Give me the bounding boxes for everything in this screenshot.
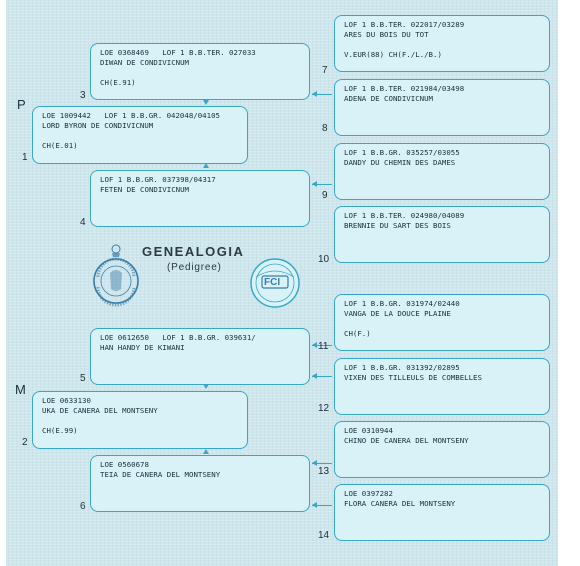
pedigree-line bbox=[344, 40, 549, 50]
position-number: 10 bbox=[318, 254, 330, 265]
pedigree-line: DANDY DU CHEMIN DES DAMES bbox=[344, 158, 456, 167]
pedigree-line: FETEN DE CONDIVICNUM bbox=[100, 185, 189, 194]
position-number: 12 bbox=[318, 403, 330, 414]
position-number: 5 bbox=[80, 373, 86, 384]
position-number: 13 bbox=[318, 466, 330, 477]
connector bbox=[312, 94, 332, 95]
pedigree-line: VANGA DE LA DOUCE PLAINE bbox=[344, 309, 451, 318]
pedigree-line: V.EUR(88) CH(F./L./B.) bbox=[344, 50, 442, 59]
pedigree-line: LOF 1 B.B.TER. 024980/04089 bbox=[344, 211, 465, 220]
pedigree-line: DIWAN DE CONDIVICNUM bbox=[100, 58, 189, 67]
pedigree-line: HAN HANDY DE KIWANI bbox=[100, 343, 185, 352]
position-number: 7 bbox=[322, 65, 328, 76]
arrow-down-icon bbox=[203, 100, 209, 105]
pedigree-line: LOE 0397282 bbox=[344, 489, 393, 498]
pedigree-line: CH(F.) bbox=[344, 329, 371, 338]
pedigree-line: FLORA CANERA DEL MONTSENY bbox=[344, 499, 456, 508]
pedigree-line: BRENNIE DU SART DES BOIS bbox=[344, 221, 451, 230]
pedigree-line: LOF 1 B.B.TER. 021984/03498 bbox=[344, 84, 465, 93]
fci-logo-text: FCI bbox=[264, 277, 281, 288]
pedigree-line: LORD BYRON DE CONDIVICNUM bbox=[42, 121, 154, 130]
fci-logo-icon bbox=[250, 258, 300, 308]
position-number: 4 bbox=[80, 217, 86, 228]
pedigree-line: TEIA DE CANERA DEL MONTSENY bbox=[100, 470, 221, 479]
arrow-left-icon bbox=[312, 342, 317, 348]
page-right-edge bbox=[558, 0, 580, 566]
position-number: 3 bbox=[80, 90, 86, 101]
pedigree-line: LOF 1 B.B.GR. 037398/04317 bbox=[100, 175, 216, 184]
pedigree-line bbox=[42, 416, 247, 426]
position-number: 9 bbox=[322, 190, 328, 201]
pedigree-line: CH(E.99) bbox=[42, 426, 78, 435]
arrow-left-icon bbox=[312, 91, 317, 97]
pedigree-line: LOE 0310944 bbox=[344, 426, 393, 435]
position-number: 1 bbox=[22, 152, 28, 163]
connector bbox=[312, 345, 332, 346]
arrow-up-icon bbox=[203, 163, 209, 168]
position-number: 8 bbox=[322, 123, 328, 134]
club-emblem-icon bbox=[93, 244, 139, 307]
arrow-left-icon bbox=[312, 181, 317, 187]
pedigree-line: CHINO DE CANERA DEL MONTSENY bbox=[344, 436, 469, 445]
connector bbox=[312, 505, 332, 506]
pedigree-line: LOE 0633130 bbox=[42, 396, 91, 405]
position-number: 14 bbox=[318, 530, 330, 541]
paternal-marker: P bbox=[17, 97, 26, 112]
maternal-marker: M bbox=[15, 382, 26, 397]
pedigree-box-maternal-grandsire: LOE 0612650 LOF 1 B.B.GR. 039631/HAN HAN… bbox=[90, 328, 310, 385]
connector bbox=[312, 463, 332, 464]
pedigree-line: LOE 0368469 LOF 1 B.B.TER. 027033 bbox=[100, 48, 256, 57]
connector bbox=[312, 376, 332, 377]
pedigree-line: UKA DE CANERA DEL MONTSENY bbox=[42, 406, 158, 415]
pedigree-line: VIXEN DES TILLEULS DE COMBELLES bbox=[344, 373, 482, 382]
pedigree-line: LOF 1 B.B.TER. 022017/03289 bbox=[344, 20, 465, 29]
pedigree-line: CH(E.01) bbox=[42, 141, 78, 150]
pedigree-line: LOF 1 B.B.GR. 031392/02895 bbox=[344, 363, 460, 372]
pedigree-line: LOE 1009442 LOF 1 B.B.GR. 042048/04105 bbox=[42, 111, 220, 120]
pedigree-line: LOE 0560678 bbox=[100, 460, 149, 469]
position-number: 2 bbox=[22, 437, 28, 448]
pedigree-line: LOF 1 B.B.GR. 031974/02440 bbox=[344, 299, 460, 308]
position-number: 11 bbox=[318, 341, 329, 352]
pedigree-line: LOF 1 B.B.GR. 035257/03055 bbox=[344, 148, 460, 157]
page-subtitle: (Pedigree) bbox=[167, 262, 222, 273]
pedigree-line: LOE 0612650 LOF 1 B.B.GR. 039631/ bbox=[100, 333, 256, 342]
position-number: 6 bbox=[80, 501, 86, 512]
pedigree-line bbox=[344, 319, 549, 329]
arrow-down-icon bbox=[203, 384, 209, 389]
page-left-edge bbox=[0, 0, 6, 566]
connector bbox=[312, 184, 332, 185]
arrow-left-icon bbox=[312, 373, 317, 379]
pedigree-line: ADENA DE CONDIVICNUM bbox=[344, 94, 433, 103]
pedigree-line: CH(E.91) bbox=[100, 78, 136, 87]
arrow-left-icon bbox=[312, 502, 317, 508]
pedigree-line: ARES DU BOIS DU TOT bbox=[344, 30, 429, 39]
arrow-left-icon bbox=[312, 460, 317, 466]
pedigree-line bbox=[42, 131, 247, 141]
pedigree-line bbox=[100, 68, 309, 78]
page-title: GENEALOGIA bbox=[142, 244, 245, 259]
arrow-up-icon bbox=[203, 449, 209, 454]
